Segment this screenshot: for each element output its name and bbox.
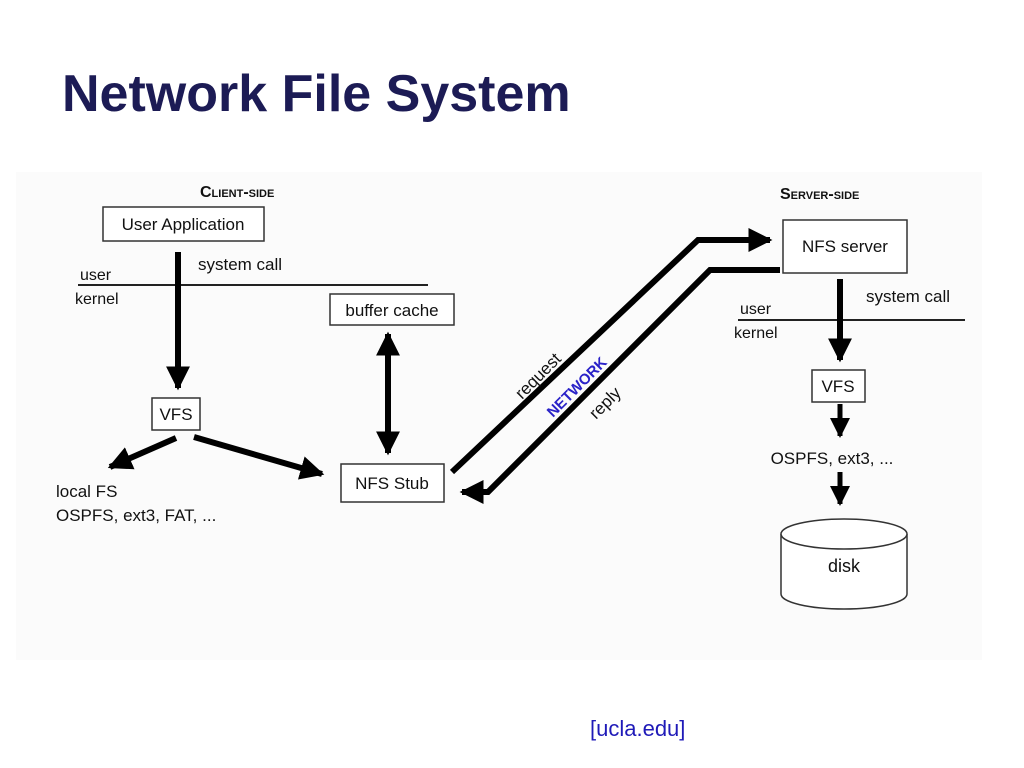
server-side-heading: Server-side (780, 186, 859, 203)
nfs-stub-box (340, 463, 445, 503)
client-kernel-label: kernel (75, 291, 119, 308)
local-fs-types-label: OSPFS, ext3, FAT, ... (56, 506, 216, 525)
server-system-call-label: system call (866, 287, 950, 306)
reply-arrow (459, 267, 780, 504)
request-arrow (449, 228, 773, 475)
slide-title: Network File System (62, 65, 571, 123)
nfs-stub-label: NFS Stub (355, 474, 429, 493)
client-side-heading: Client-side (200, 184, 274, 201)
user-application-box (102, 206, 265, 242)
server-vfs-box (811, 369, 866, 403)
server-fs-types-label: OSPFS, ext3, ... (771, 449, 894, 468)
user-application-label: User Application (122, 215, 245, 234)
client-vfs-label: VFS (159, 405, 192, 424)
buffer-cache-box (329, 293, 455, 326)
local-fs-label: local FS (56, 482, 117, 501)
nfs-server-box (782, 219, 908, 274)
disk-icon (780, 518, 908, 610)
source-link[interactable]: [ucla.edu] (590, 716, 686, 741)
nfs-server-label: NFS server (802, 237, 888, 256)
server-user-label: user (740, 301, 772, 318)
buffer-cache-label: buffer cache (345, 301, 438, 320)
server-vfs-label: VFS (821, 377, 854, 396)
client-user-label: user (80, 267, 112, 284)
client-vfs-box (151, 397, 201, 431)
arrow-vfs-to-local-fs (107, 435, 178, 470)
arrow-vfs-to-nfs-stub (193, 434, 325, 480)
server-kernel-label: kernel (734, 325, 778, 342)
client-system-call-label: system call (198, 255, 282, 274)
disk-label: disk (828, 556, 861, 576)
